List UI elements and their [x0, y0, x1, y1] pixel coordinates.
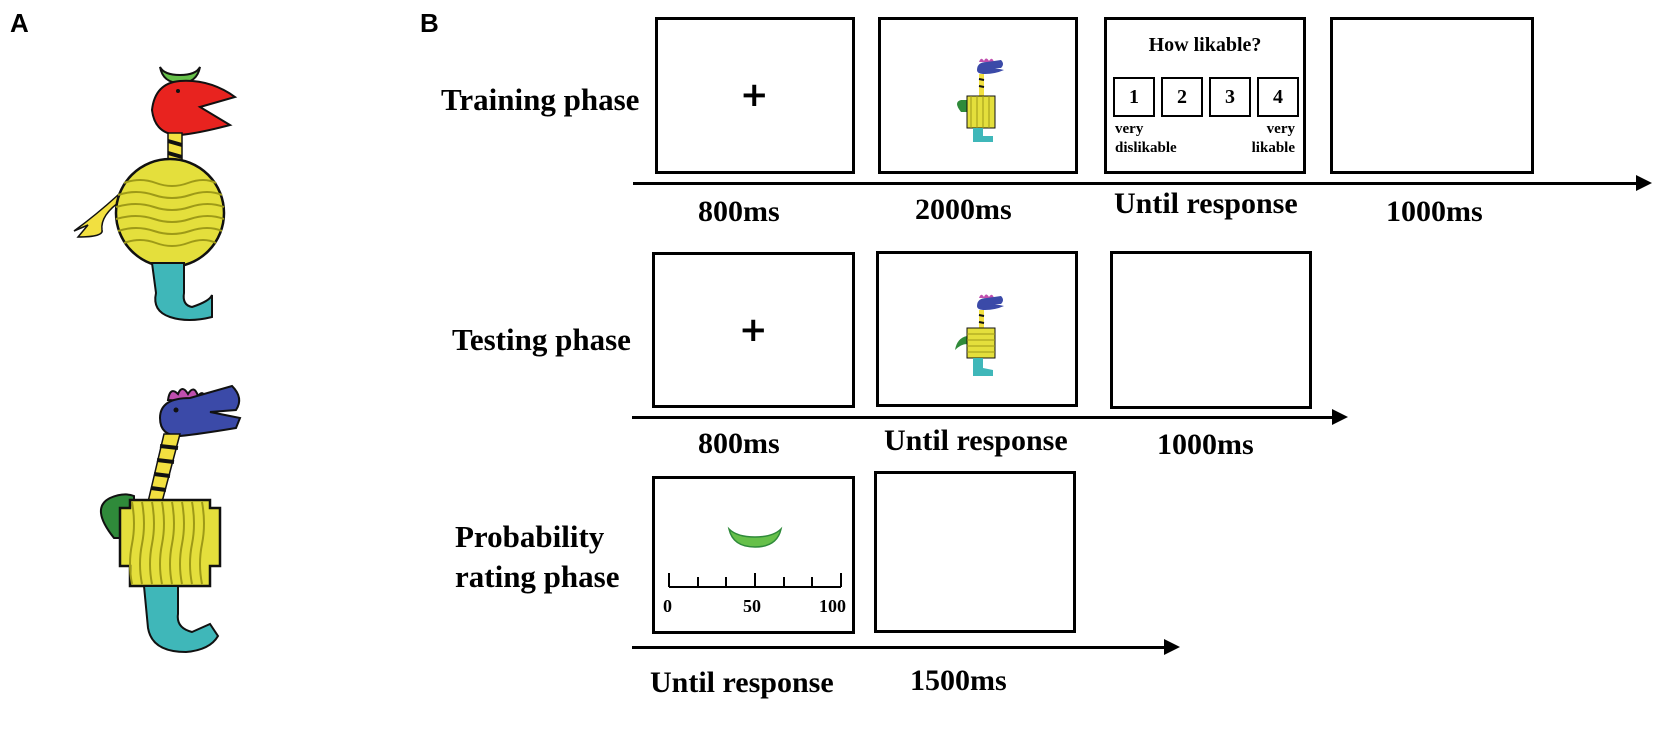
- testing-stimulus-screen: [876, 251, 1078, 407]
- rating-option-1[interactable]: 1: [1113, 77, 1155, 117]
- training-duration-1: 800ms: [698, 195, 780, 228]
- creature-red-tail: [73, 193, 124, 238]
- training-blank-screen: [1330, 17, 1534, 174]
- creature-red-leg: [150, 262, 213, 321]
- testing-phase-label: Testing phase: [452, 322, 631, 357]
- training-duration-4: 1000ms: [1386, 195, 1483, 228]
- probability-blank-screen: [874, 471, 1076, 633]
- green-crest-stimulus: [727, 526, 783, 548]
- panel-letter-b: B: [420, 8, 439, 38]
- creature-blue-illustration: [100, 384, 242, 654]
- training-timeline-arrow: [633, 175, 1652, 191]
- panel-letter-a: A: [10, 8, 29, 38]
- testing-timeline-arrow: [632, 409, 1348, 425]
- testing-blank-screen: [1110, 251, 1312, 409]
- rating-low-anchor: very dislikable: [1115, 120, 1177, 158]
- probability-rating-screen: 0 50 100: [652, 476, 855, 634]
- creature-blue-body-stripes: [129, 501, 205, 585]
- creature-red-body: [114, 157, 226, 269]
- probability-phase-label: Probability rating phase: [455, 517, 620, 597]
- training-rating-screen: How likable? 1 2 3 4 very dislikable ver…: [1104, 17, 1306, 174]
- probability-duration-2: 1500ms: [910, 664, 1007, 697]
- rating-high-anchor-line-1: very: [1266, 121, 1295, 137]
- rating-question: How likable?: [1148, 34, 1262, 56]
- creature-blue-eye: [173, 407, 179, 413]
- creature-blue-small-testing: [955, 294, 1004, 376]
- testing-arrow-head: [1332, 409, 1348, 425]
- training-phase-label: Training phase: [441, 82, 640, 117]
- creature-red-crest: [159, 66, 201, 85]
- probability-scale[interactable]: [665, 567, 845, 593]
- training-stimulus-screen: [878, 17, 1078, 174]
- training-duration-2: 2000ms: [915, 193, 1012, 226]
- training-arrow-head: [1636, 175, 1652, 191]
- rating-low-anchor-line-2: dislikable: [1115, 140, 1177, 156]
- creature-blue-neck: [147, 433, 181, 503]
- probability-arrow-head: [1164, 639, 1180, 655]
- rating-high-anchor: very likable: [1252, 120, 1295, 158]
- rating-option-4[interactable]: 4: [1257, 77, 1299, 117]
- probability-duration-1: Until response: [650, 666, 834, 699]
- probability-phase-label-line-2: rating phase: [455, 559, 620, 594]
- creature-blue-small: [957, 58, 1004, 142]
- creature-red-illustration: [73, 66, 238, 321]
- rating-low-anchor-line-1: very: [1115, 121, 1144, 137]
- rating-option-3[interactable]: 3: [1209, 77, 1251, 117]
- testing-duration-1: 800ms: [698, 427, 780, 460]
- creature-blue-leg: [142, 585, 220, 654]
- testing-fixation-screen: +: [652, 252, 855, 408]
- creature-blue-body: [118, 498, 222, 588]
- creature-red-body-stripes: [115, 179, 225, 247]
- fixation-cross: +: [740, 75, 769, 115]
- rating-option-2[interactable]: 2: [1161, 77, 1203, 117]
- creature-red-head: [150, 79, 238, 137]
- training-duration-3: Until response: [1114, 187, 1298, 220]
- creature-red-eye: [176, 89, 180, 93]
- testing-fixation-cross: +: [739, 310, 768, 350]
- testing-duration-3: 1000ms: [1157, 428, 1254, 461]
- probability-timeline-arrow: [632, 639, 1180, 655]
- testing-duration-2: Until response: [884, 424, 1068, 457]
- rating-high-anchor-line-2: likable: [1251, 140, 1295, 156]
- scale-label-50: 50: [743, 596, 761, 616]
- probability-phase-label-line-1: Probability: [455, 519, 605, 554]
- scale-label-100: 100: [819, 596, 846, 616]
- scale-label-0: 0: [663, 596, 672, 616]
- training-fixation-screen: +: [655, 17, 855, 174]
